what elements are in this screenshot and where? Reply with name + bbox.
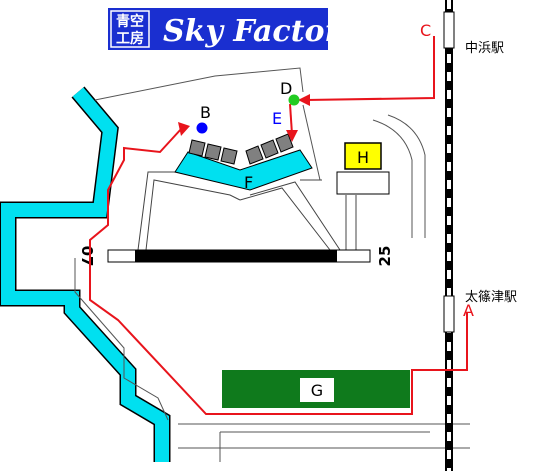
helipad [344, 142, 382, 170]
heliport: H [336, 142, 390, 195]
logo: 青空 工房 Sky Factory [108, 8, 360, 50]
route-c-to-d [305, 36, 435, 101]
arrow-into-b [178, 122, 190, 136]
point-d-marker [288, 94, 300, 106]
label-h: H [357, 148, 369, 167]
station-platform-north [443, 11, 455, 49]
label-b: B [200, 103, 211, 122]
logo-background [108, 8, 328, 50]
taxiway-h-link [345, 195, 357, 250]
water-channel [0, 86, 171, 462]
logo-kanji-box [110, 10, 150, 48]
taxiways [137, 171, 357, 251]
apron-f-shape [174, 149, 313, 191]
hangar-row [188, 133, 294, 165]
hangar-1 [188, 139, 206, 157]
logo-kanji-bottom: 工房 [116, 30, 144, 47]
north-fence-line [94, 67, 304, 101]
apron-f: F [174, 133, 313, 192]
label-f: F [244, 173, 253, 192]
heliport-building [336, 171, 390, 195]
route-a-to-b [89, 127, 468, 415]
routes [89, 36, 468, 415]
taxiway-east-outer [249, 181, 341, 251]
label-g: G [311, 381, 323, 400]
taxiway-east-inner [239, 187, 331, 251]
route-d-to-apron [289, 103, 293, 135]
station-platform-south [443, 295, 455, 333]
field-g-label-box [300, 378, 334, 402]
east-fence-line [302, 104, 321, 181]
label-c: C [420, 21, 431, 40]
label-a: A [463, 301, 474, 320]
hangar-4 [245, 145, 264, 165]
runway: 07 25 [78, 246, 394, 267]
railway: 中浜駅 太篠津駅 [443, 0, 517, 471]
west-fence-line [74, 258, 169, 421]
taxiway-west-inner [145, 179, 241, 251]
runway-end-left: 07 [78, 246, 96, 267]
taxiway-west-outer [137, 171, 180, 251]
station-south-label: 太篠津駅 [465, 290, 517, 305]
field-g: G [222, 370, 410, 408]
logo-kanji-top: 青空 [116, 13, 144, 30]
logo-title: Sky Factory [163, 14, 360, 49]
arrow-into-d [298, 94, 310, 106]
station-north-label: 中浜駅 [465, 41, 504, 56]
south-road-inner [219, 431, 430, 462]
runway-surface [135, 250, 337, 262]
label-d: D [280, 79, 292, 98]
curve-inner [372, 119, 413, 238]
curve-outer [387, 114, 426, 238]
hangar-3 [220, 147, 238, 165]
hangar-2 [204, 143, 222, 161]
point-b-marker [196, 122, 208, 134]
hangar-6 [275, 133, 294, 153]
water-fill [1, 87, 169, 462]
site-boundary [74, 67, 470, 462]
arrow-down-apron [286, 130, 298, 142]
runway-end-right: 25 [376, 246, 394, 267]
label-e: E [272, 109, 282, 128]
hangar-5 [260, 139, 279, 159]
